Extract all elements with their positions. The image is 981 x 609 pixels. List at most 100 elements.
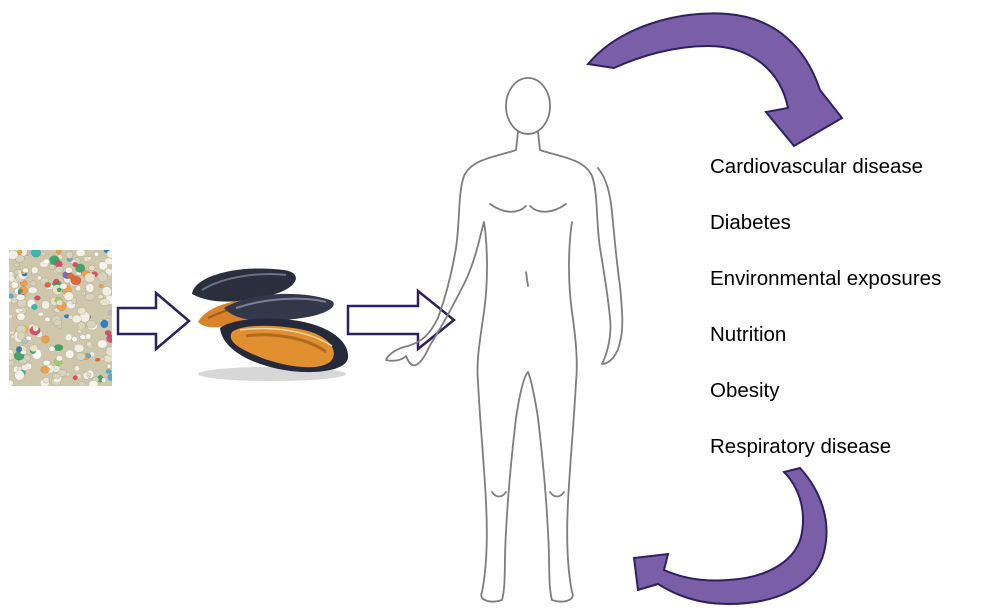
human-body-outline [380, 72, 645, 609]
plastic-pellet [79, 381, 86, 386]
plastic-pellet [77, 307, 86, 314]
plastic-pellet [52, 373, 60, 379]
plastic-pellet [94, 252, 98, 257]
plastic-pellet [101, 320, 109, 328]
plastic-pellet [45, 317, 51, 322]
plastic-pellet [38, 312, 43, 316]
plastic-pellet [9, 294, 14, 298]
plastic-pellet [37, 276, 41, 280]
plastic-pellet [107, 364, 111, 368]
plastic-pellet [41, 252, 45, 256]
plastic-pellet [85, 273, 95, 283]
plastic-pellet [98, 340, 108, 348]
mussel-image [180, 262, 352, 384]
plastic-pellet [105, 268, 112, 274]
plastic-pellet [74, 344, 84, 352]
plastic-pellet [49, 346, 56, 351]
plastic-pellet [9, 360, 14, 366]
plastic-pellet [65, 334, 72, 341]
plastic-pellet [34, 296, 40, 301]
plastic-pellet [106, 369, 111, 373]
plastic-pellet [76, 353, 86, 361]
plastic-pellet [89, 265, 95, 270]
plastic-pellet [82, 292, 86, 296]
plastic-pellet [77, 322, 85, 331]
plastic-pellet [31, 304, 37, 310]
plastic-pellet [67, 273, 75, 279]
plastic-pellet [19, 309, 23, 312]
plastic-pellet [65, 350, 74, 359]
plastic-pellet [22, 268, 28, 273]
plastic-pellet [17, 332, 25, 340]
plastic-pellet [43, 259, 50, 264]
plastic-pellet [56, 250, 61, 254]
plastic-pellet [87, 342, 92, 347]
plastic-pellet [55, 266, 63, 273]
factor-list: Cardiovascular disease Diabetes Environm… [710, 152, 980, 488]
plastic-pellet [56, 355, 63, 361]
plastic-pellet [95, 358, 100, 361]
plastic-pellet [108, 311, 112, 315]
plastic-pellet [43, 377, 49, 383]
cycle-arrow-top [580, 8, 850, 150]
plastic-pellet [73, 376, 78, 380]
plastic-pellet [87, 373, 92, 378]
plastic-pellet [9, 354, 14, 361]
plastic-pellet [43, 360, 50, 365]
plastic-pellet [65, 267, 72, 273]
plastic-pellet [20, 350, 26, 354]
plastic-pellet [86, 354, 91, 358]
plastic-pellet [56, 300, 62, 306]
plastic-pellet [102, 287, 112, 296]
plastic-pellet [54, 366, 59, 370]
plastic-pellet [15, 370, 25, 380]
plastic-pellet [42, 336, 50, 344]
plastic-pellet [16, 294, 25, 300]
plastic-pellet [76, 285, 81, 291]
plastic-pellet [30, 281, 36, 286]
plastic-pellet [14, 263, 19, 267]
plastic-pellet [87, 320, 97, 328]
plastic-pellet [49, 264, 55, 269]
plastic-pellet [30, 345, 38, 352]
plastic-pellet [10, 335, 15, 339]
plastic-pellet [9, 380, 13, 386]
plastic-pellet [100, 299, 110, 306]
plastic-pellet [21, 365, 28, 371]
plastic-pellet [89, 380, 98, 386]
plastic-pellet [86, 284, 94, 293]
plastic-pellet [86, 334, 91, 340]
plastic-pellet [99, 284, 103, 287]
factor-nutrition: Nutrition [710, 320, 980, 376]
factor-respiratory-disease: Respiratory disease [710, 432, 980, 488]
plastic-pellet [10, 331, 15, 335]
plastic-pellet [108, 374, 112, 381]
plastic-pellet [17, 313, 25, 320]
plastic-pellet [31, 250, 40, 257]
plastic-pellet [33, 325, 39, 331]
plastic-pellet [73, 262, 78, 267]
plastic-pellet [54, 279, 59, 284]
plastic-pellet [107, 335, 113, 343]
plastic-pellet [41, 366, 50, 373]
plastic-pellet [80, 335, 86, 340]
plastic-pellet [72, 336, 77, 341]
plastic-pellet [68, 315, 73, 319]
plastic-pellet [101, 378, 106, 383]
plastic-pellet [60, 283, 67, 289]
factor-diabetes: Diabetes [710, 208, 980, 264]
plastic-pellet [31, 267, 38, 274]
plastic-pellet [18, 289, 22, 293]
factor-obesity: Obesity [710, 376, 980, 432]
factor-cardiovascular-disease: Cardiovascular disease [710, 152, 980, 208]
plastic-pellet [74, 366, 79, 372]
plastic-pellet [28, 287, 37, 294]
factor-environmental-exposures: Environmental exposures [710, 264, 980, 320]
plastic-pellet [64, 292, 74, 301]
plastic-pellet [85, 293, 95, 300]
plastic-pellet [53, 320, 61, 326]
plastic-pellet [45, 282, 51, 287]
plastic-pellet [9, 314, 13, 319]
microplastics-image [9, 250, 112, 386]
